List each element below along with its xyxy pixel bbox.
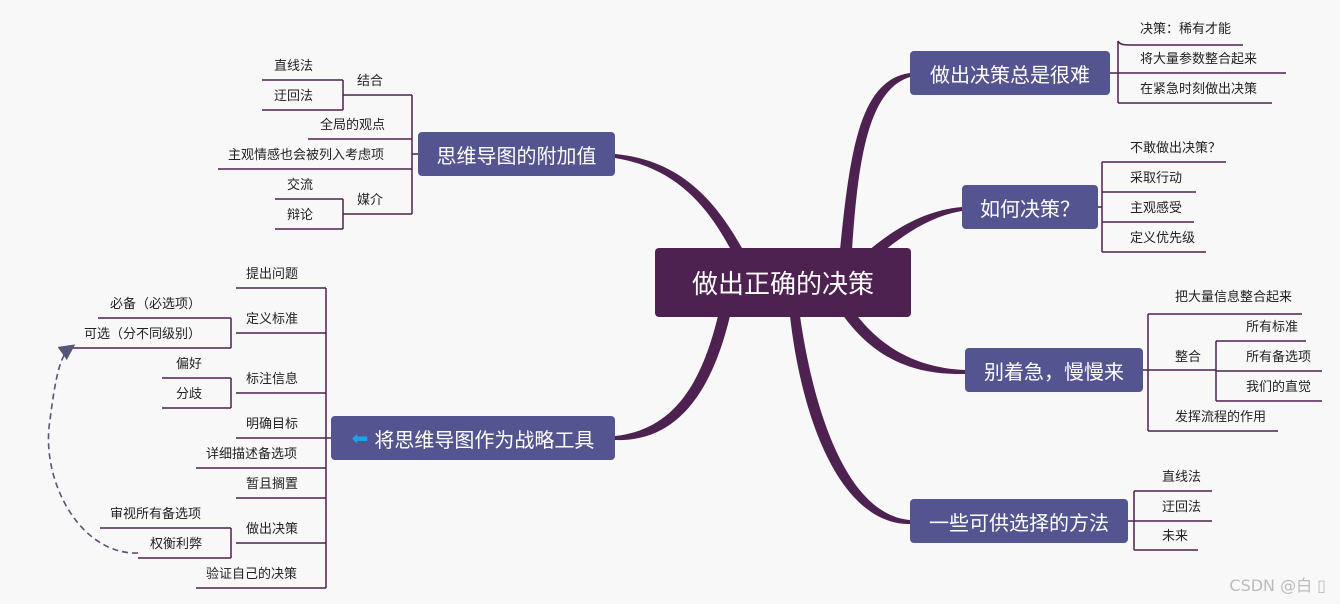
leaf-subjective-feeling: 主观感受 [1130, 201, 1183, 216]
watermark: CSDN @白 ▯ [1229, 576, 1326, 595]
leaf-integrate-info: 把大量信息整合起来 [1175, 290, 1293, 305]
leaf-linear: 直线法 [1162, 470, 1202, 485]
leaf-medium: 媒介 [357, 193, 384, 208]
leaf-roundabout: 迂回法 [1162, 500, 1202, 515]
leaf-clear-goal: 明确目标 [246, 417, 299, 432]
leaf-disagreement: 分歧 [176, 387, 203, 402]
leaf-intuition: 我们的直觉 [1246, 380, 1312, 395]
leaf-all-options: 所有备选项 [1246, 350, 1312, 365]
leaf-communicate: 交流 [287, 178, 314, 193]
branch-difficult[interactable]: 做出决策总是很难 [910, 51, 1110, 95]
leaf-all-criteria: 所有标准 [1246, 320, 1299, 335]
leaf-define-criteria: 定义标准 [246, 312, 299, 327]
branch-value[interactable]: 思维导图的附加值 [418, 132, 615, 176]
leaf-optional: 可选（分不同级别） [84, 327, 202, 342]
leaf-mark-info: 标注信息 [246, 372, 299, 387]
leaf-afraid-decide: 不敢做出决策？ [1130, 141, 1222, 156]
leaf-rare-talent: 决策：稀有才能 [1140, 22, 1232, 37]
arrow-left-icon: ⬅ [351, 426, 369, 450]
leaf-verify-decision: 验证自己的决策 [206, 567, 298, 582]
branch-slow[interactable]: 别着急，慢慢来 [965, 348, 1143, 392]
leaf-combine: 结合 [357, 74, 384, 89]
leaf-value-roundabout: 迂回法 [274, 89, 314, 104]
leaf-emergency-decision: 在紧急时刻做出决策 [1140, 82, 1258, 97]
branch-tool-label: 将思维导图作为战略工具 [374, 427, 595, 452]
branch-tool[interactable]: ⬅ 将思维导图作为战略工具 [331, 416, 615, 460]
leaf-preference: 偏好 [176, 357, 203, 372]
leaf-emotion-considered: 主观情感也会被列入考虑项 [228, 148, 385, 163]
leaf-future: 未来 [1162, 529, 1189, 544]
leaf-set-aside: 暂且搁置 [246, 477, 299, 492]
leaf-process-role: 发挥流程的作用 [1175, 410, 1267, 425]
leaf-weigh-pros-cons: 权衡利弊 [150, 537, 203, 552]
leaf-integrate: 整合 [1175, 350, 1202, 365]
branch-how[interactable]: 如何决策？ [962, 185, 1098, 229]
central-topic[interactable]: 做出正确的决策 [655, 248, 911, 317]
leaf-value-linear: 直线法 [274, 59, 314, 74]
leaf-define-priority: 定义优先级 [1130, 231, 1196, 246]
leaf-raise-question: 提出问题 [246, 267, 299, 282]
leaf-debate: 辩论 [287, 208, 314, 223]
leaf-make-decision: 做出决策 [246, 522, 299, 537]
leaf-review-options: 审视所有备选项 [110, 507, 202, 522]
leaf-required: 必备（必选项） [110, 297, 202, 312]
leaf-integrate-params: 将大量参数整合起来 [1140, 52, 1258, 67]
leaf-take-action: 采取行动 [1130, 171, 1183, 186]
leaf-describe-options: 详细描述备选项 [206, 447, 298, 462]
branch-methods[interactable]: 一些可供选择的方法 [910, 499, 1128, 543]
leaf-global-view: 全局的观点 [320, 118, 386, 133]
